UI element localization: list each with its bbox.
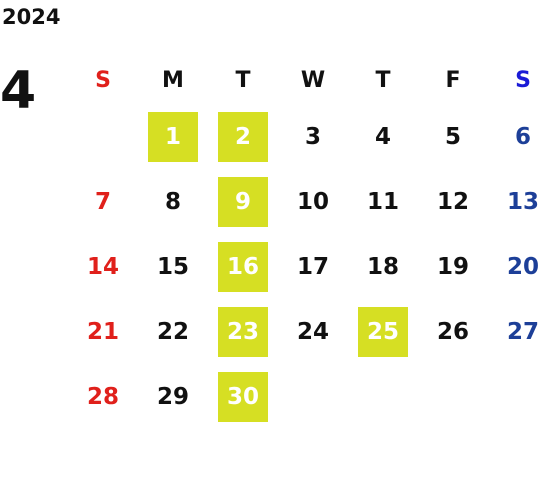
day-number: 6 bbox=[514, 123, 531, 150]
month-label: 4 bbox=[0, 61, 37, 121]
day-number: 14 bbox=[86, 253, 119, 280]
empty-day-cell bbox=[278, 364, 348, 429]
day-cell: 13 bbox=[488, 169, 548, 234]
day-number: 27 bbox=[506, 318, 539, 345]
day-number: 25 bbox=[366, 318, 399, 345]
day-number: 7 bbox=[94, 188, 111, 215]
year-label: 2024 bbox=[2, 5, 61, 29]
day-cell: 12 bbox=[418, 169, 488, 234]
day-cell: 5 bbox=[418, 104, 488, 169]
empty-day-cell bbox=[68, 104, 138, 169]
weekday-header-sunday: S bbox=[95, 67, 111, 93]
day-number: 16 bbox=[226, 253, 259, 280]
day-number: 23 bbox=[226, 318, 259, 345]
day-cell: 6 bbox=[488, 104, 548, 169]
day-cell: 2 bbox=[208, 104, 278, 169]
highlight-marker bbox=[218, 241, 268, 292]
day-number: 20 bbox=[506, 253, 539, 280]
highlight-marker bbox=[218, 371, 268, 422]
day-cell: 11 bbox=[348, 169, 418, 234]
day-cell: 25 bbox=[348, 299, 418, 364]
weekday-header-saturday: S bbox=[515, 67, 531, 93]
day-cell: 9 bbox=[208, 169, 278, 234]
day-number: 15 bbox=[156, 253, 189, 280]
day-number: 29 bbox=[156, 383, 189, 410]
day-cell: 4 bbox=[348, 104, 418, 169]
day-number: 26 bbox=[436, 318, 469, 345]
day-number: 3 bbox=[304, 123, 321, 150]
day-cell: 22 bbox=[138, 299, 208, 364]
day-cell: 24 bbox=[278, 299, 348, 364]
weekday-header-tuesday: T bbox=[235, 67, 251, 93]
day-number: 21 bbox=[86, 318, 119, 345]
highlight-marker bbox=[218, 111, 268, 162]
day-cell: 21 bbox=[68, 299, 138, 364]
day-number: 12 bbox=[436, 188, 469, 215]
day-number: 24 bbox=[296, 318, 329, 345]
day-number: 30 bbox=[226, 383, 259, 410]
day-cell: 29 bbox=[138, 364, 208, 429]
day-cell: 15 bbox=[138, 234, 208, 299]
day-cell: 3 bbox=[278, 104, 348, 169]
highlight-marker bbox=[358, 306, 408, 357]
day-cell: 20 bbox=[488, 234, 548, 299]
weekday-header-monday: M bbox=[162, 67, 184, 93]
highlight-marker bbox=[148, 111, 198, 162]
day-number: 11 bbox=[366, 188, 399, 215]
day-cell: 23 bbox=[208, 299, 278, 364]
day-number: 2 bbox=[234, 123, 251, 150]
day-number: 13 bbox=[506, 188, 539, 215]
day-number: 19 bbox=[436, 253, 469, 280]
day-cell: 27 bbox=[488, 299, 548, 364]
day-cell: 28 bbox=[68, 364, 138, 429]
highlight-marker bbox=[218, 306, 268, 357]
weekday-header-friday: F bbox=[445, 67, 461, 93]
day-number: 1 bbox=[164, 123, 181, 150]
day-number: 22 bbox=[156, 318, 189, 345]
empty-day-cell bbox=[348, 364, 418, 429]
weekday-header-wednesday: W bbox=[300, 67, 326, 93]
day-cell: 19 bbox=[418, 234, 488, 299]
day-number: 4 bbox=[374, 123, 391, 150]
empty-day-cell bbox=[488, 364, 548, 429]
weekday-header-thursday: T bbox=[375, 67, 391, 93]
day-cell: 1 bbox=[138, 104, 208, 169]
day-number: 28 bbox=[86, 383, 119, 410]
empty-day-cell bbox=[418, 364, 488, 429]
day-cell: 17 bbox=[278, 234, 348, 299]
day-cell: 8 bbox=[138, 169, 208, 234]
day-number: 18 bbox=[366, 253, 399, 280]
day-number: 5 bbox=[444, 123, 461, 150]
day-cell: 14 bbox=[68, 234, 138, 299]
day-cell: 26 bbox=[418, 299, 488, 364]
day-cell: 30 bbox=[208, 364, 278, 429]
day-cell: 16 bbox=[208, 234, 278, 299]
day-number: 9 bbox=[234, 188, 251, 215]
day-cell: 10 bbox=[278, 169, 348, 234]
highlight-marker bbox=[218, 176, 268, 227]
day-number: 10 bbox=[296, 188, 329, 215]
day-number: 17 bbox=[296, 253, 329, 280]
day-number: 8 bbox=[164, 188, 181, 215]
day-cell: 7 bbox=[68, 169, 138, 234]
day-cell: 18 bbox=[348, 234, 418, 299]
